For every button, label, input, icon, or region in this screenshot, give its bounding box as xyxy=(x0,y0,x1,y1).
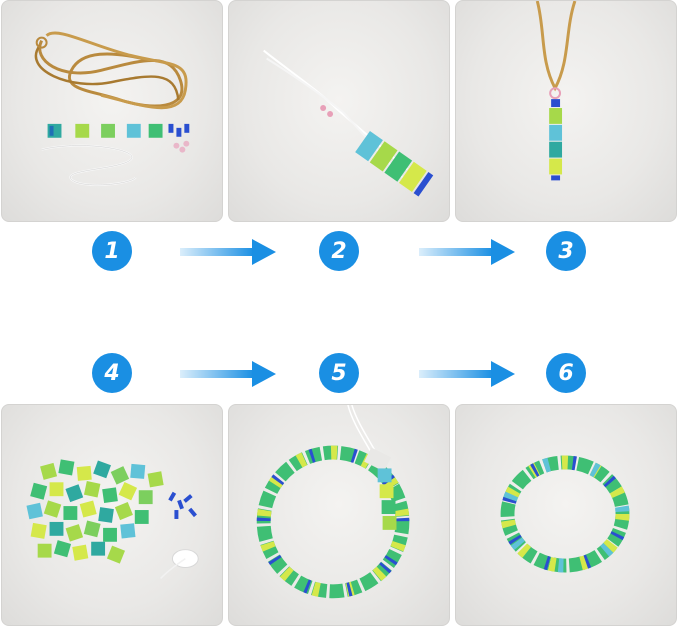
materials-kit-illustration xyxy=(34,31,190,186)
materials-kit-photo xyxy=(1,0,223,222)
step-1-badge: 1 xyxy=(92,231,132,271)
threading-beads-photo xyxy=(228,0,450,222)
step-6-number: 6 xyxy=(558,360,574,386)
pendant-necklace-photo xyxy=(455,0,677,222)
arrow-right-icon xyxy=(180,239,276,265)
threading-beads-illustration xyxy=(263,49,434,197)
step-3-badge: 3 xyxy=(546,231,586,271)
step-2-badge: 2 xyxy=(319,231,359,271)
tila-beads-pile-photo xyxy=(1,404,223,626)
pendant-necklace-illustration xyxy=(535,1,577,181)
arrow-right-icon xyxy=(180,361,276,387)
step-5-number: 5 xyxy=(331,360,347,386)
arrow-right-icon xyxy=(419,361,515,387)
step-4-number: 4 xyxy=(104,360,120,386)
tila-beads-pile-illustration xyxy=(26,459,199,579)
open-bracelet-illustration xyxy=(256,405,410,599)
step-5-badge: 5 xyxy=(319,353,359,393)
arrow-right-icon xyxy=(419,239,515,265)
step-6-badge: 6 xyxy=(546,353,586,393)
step-3-number: 3 xyxy=(558,238,574,264)
step-2-number: 2 xyxy=(331,238,347,264)
step-4-badge: 4 xyxy=(92,353,132,393)
finished-bracelet-illustration xyxy=(500,455,630,573)
finished-bracelet-photo xyxy=(455,404,677,626)
open-bracelet-photo xyxy=(228,404,450,626)
step-1-number: 1 xyxy=(104,238,120,264)
